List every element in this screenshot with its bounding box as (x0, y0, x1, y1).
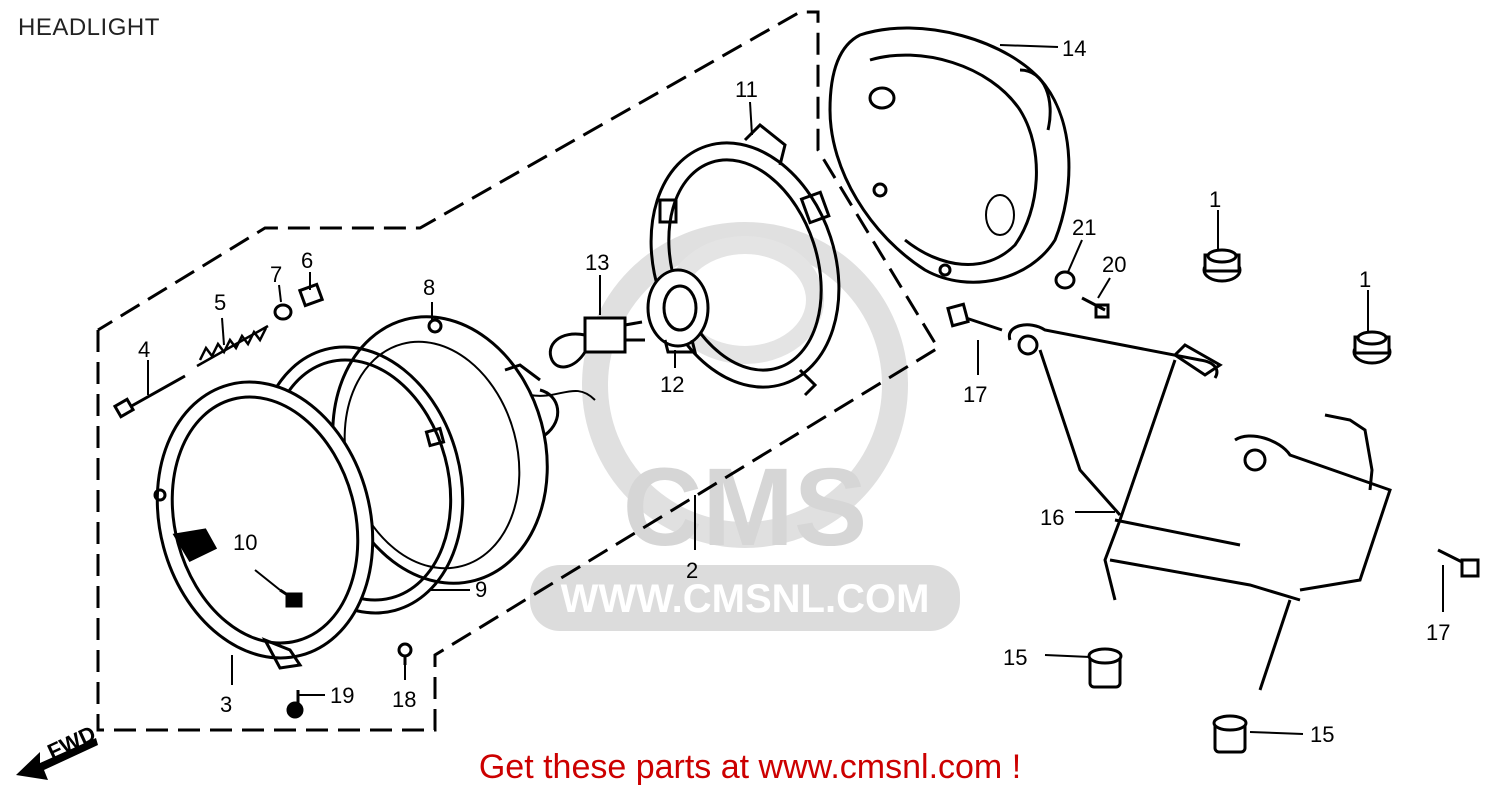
washer-7 (273, 303, 293, 321)
watermark: CMS WWW.CMSNL.COM (530, 222, 960, 631)
headlight-case (828, 26, 1071, 284)
assembly-outline (96, 10, 941, 732)
headlight-rim (153, 380, 375, 670)
screw-19 (286, 690, 304, 719)
callout-8: 8 (423, 275, 435, 300)
headlight-stay (1007, 323, 1392, 691)
callout-12: 12 (660, 372, 684, 397)
screw-18 (397, 642, 413, 665)
rim-screw (279, 588, 303, 608)
callout-19: 19 (330, 683, 354, 708)
callout-11: 11 (735, 77, 758, 102)
callout-15b: 15 (1310, 722, 1334, 747)
spring (196, 324, 269, 368)
watermark-logo: CMS (623, 446, 867, 569)
bulb-socket-cover (646, 268, 710, 354)
callout-14: 14 (1062, 36, 1086, 61)
callout-1b: 1 (1359, 267, 1371, 292)
callout-16: 16 (1040, 505, 1064, 530)
callout-15a: 15 (1003, 645, 1027, 670)
adjusting-screw (112, 374, 186, 419)
callout-10: 10 (233, 530, 257, 555)
promo-link[interactable]: Get these parts at www.cmsnl.com ! (478, 748, 1022, 786)
callout-3: 3 (220, 692, 232, 717)
callout-17a: 17 (963, 382, 987, 407)
callout-20: 20 (1102, 252, 1126, 277)
collar-15b (1212, 714, 1248, 754)
leader-lines (147, 44, 1444, 735)
callout-21: 21 (1072, 215, 1096, 240)
callout-13: 13 (585, 250, 609, 275)
callout-4: 4 (138, 337, 150, 362)
bolt-20 (1081, 296, 1110, 319)
callout-labels: 1 1 2 3 4 5 6 7 8 9 10 11 12 13 14 15 15… (138, 36, 1450, 747)
bolt-17b (1437, 548, 1480, 578)
nut-6 (297, 282, 325, 308)
callout-1a: 1 (1209, 187, 1221, 212)
grommet-1b (1352, 330, 1392, 365)
callout-17b: 17 (1426, 620, 1450, 645)
bolt-17a (946, 302, 1003, 332)
page-title: HEADLIGHT (18, 14, 160, 41)
collar-15a (1087, 647, 1123, 689)
callout-7: 7 (270, 262, 282, 287)
callout-9: 9 (475, 577, 487, 602)
washer-21 (1054, 270, 1076, 290)
grommet-1a (1202, 248, 1242, 283)
callout-18: 18 (392, 687, 416, 712)
callout-5: 5 (214, 290, 226, 315)
headlight-lens-unit (331, 315, 596, 585)
callout-6: 6 (301, 248, 313, 273)
watermark-url: WWW.CMSNL.COM (561, 577, 930, 621)
bulb (548, 316, 645, 369)
callout-2: 2 (686, 558, 698, 583)
